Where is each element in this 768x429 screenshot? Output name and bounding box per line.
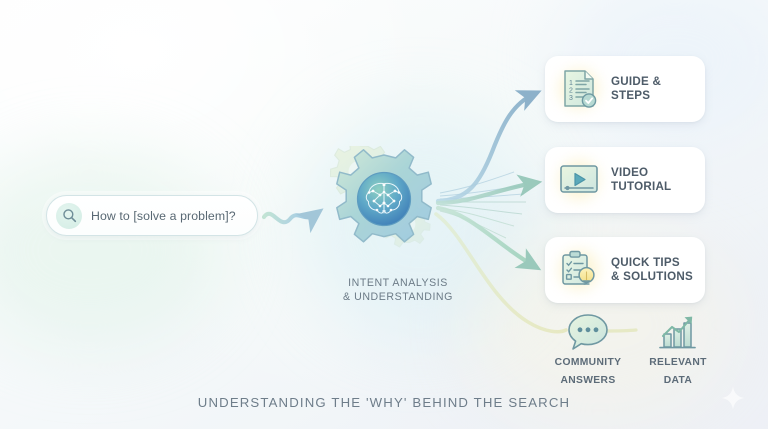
page-title: UNDERSTANDING THE 'WHY' BEHIND THE SEARC… [197,395,571,410]
svg-text:2: 2 [569,88,573,95]
video-play-icon [556,157,602,203]
clipboard-lightbulb-icon [556,247,602,293]
hub-label-line1: INTENT ANALYSIS [348,277,448,289]
chat-bubble-dots-icon [543,308,633,352]
result-node-community-label: COMMUNITY ANSWERS [555,357,622,386]
guide-label-line1: GUIDE & [611,74,662,88]
community-label-line1: COMMUNITY [554,357,622,368]
bar-chart-up-arrow-icon [633,308,723,352]
guide-label-line2: STEPS [611,89,651,102]
result-node-data-label: RELEVANT DATA [649,357,707,386]
tips-label-line1: QUICK TIPS [611,255,680,269]
result-card-tips-label: QUICK TIPS & SOLUTIONS [611,256,693,285]
hub-to-tips-arrow [435,205,542,271]
search-input[interactable]: How to [solve a problem]? [46,195,258,236]
video-label-line1: VIDEO [611,165,649,179]
result-node-community[interactable]: COMMUNITY ANSWERS [543,308,633,388]
result-card-video-label: VIDEO TUTORIAL [611,166,671,195]
result-card-tips[interactable]: QUICK TIPS & SOLUTIONS [545,237,705,303]
gear-brain-icon [329,138,438,254]
result-node-data[interactable]: RELEVANT DATA [633,308,723,388]
background-blob-left [0,150,220,350]
document-checklist-check-icon: 1 2 3 [556,66,602,112]
svg-text:3: 3 [569,95,573,102]
search-to-hub-arrow [261,208,324,234]
result-card-video[interactable]: VIDEO TUTORIAL [545,147,705,213]
video-label-line2: TUTORIAL [611,180,672,193]
result-card-guide[interactable]: 1 2 3 GUIDE & STEPS [545,56,705,122]
community-label-line2: ANSWERS [560,375,616,386]
tips-label-line2: & SOLUTIONS [611,270,693,283]
hub-fan-lines [439,171,526,239]
svg-text:1: 1 [569,80,573,87]
data-label-line2: DATA [663,375,693,386]
result-card-guide-label: GUIDE & STEPS [611,75,661,104]
data-label-line1: RELEVANT [649,357,707,368]
search-query-text: How to [solve a problem]? [91,208,236,223]
hub-to-guide-arrow [435,90,542,204]
sparkle-icon [720,385,746,411]
hub-label-line2: & UNDERSTANDING [343,291,453,303]
hub-to-video-arrow [435,174,543,206]
search-icon [56,202,82,229]
hub-label: INTENT ANALYSIS & UNDERSTANDING [318,276,478,304]
